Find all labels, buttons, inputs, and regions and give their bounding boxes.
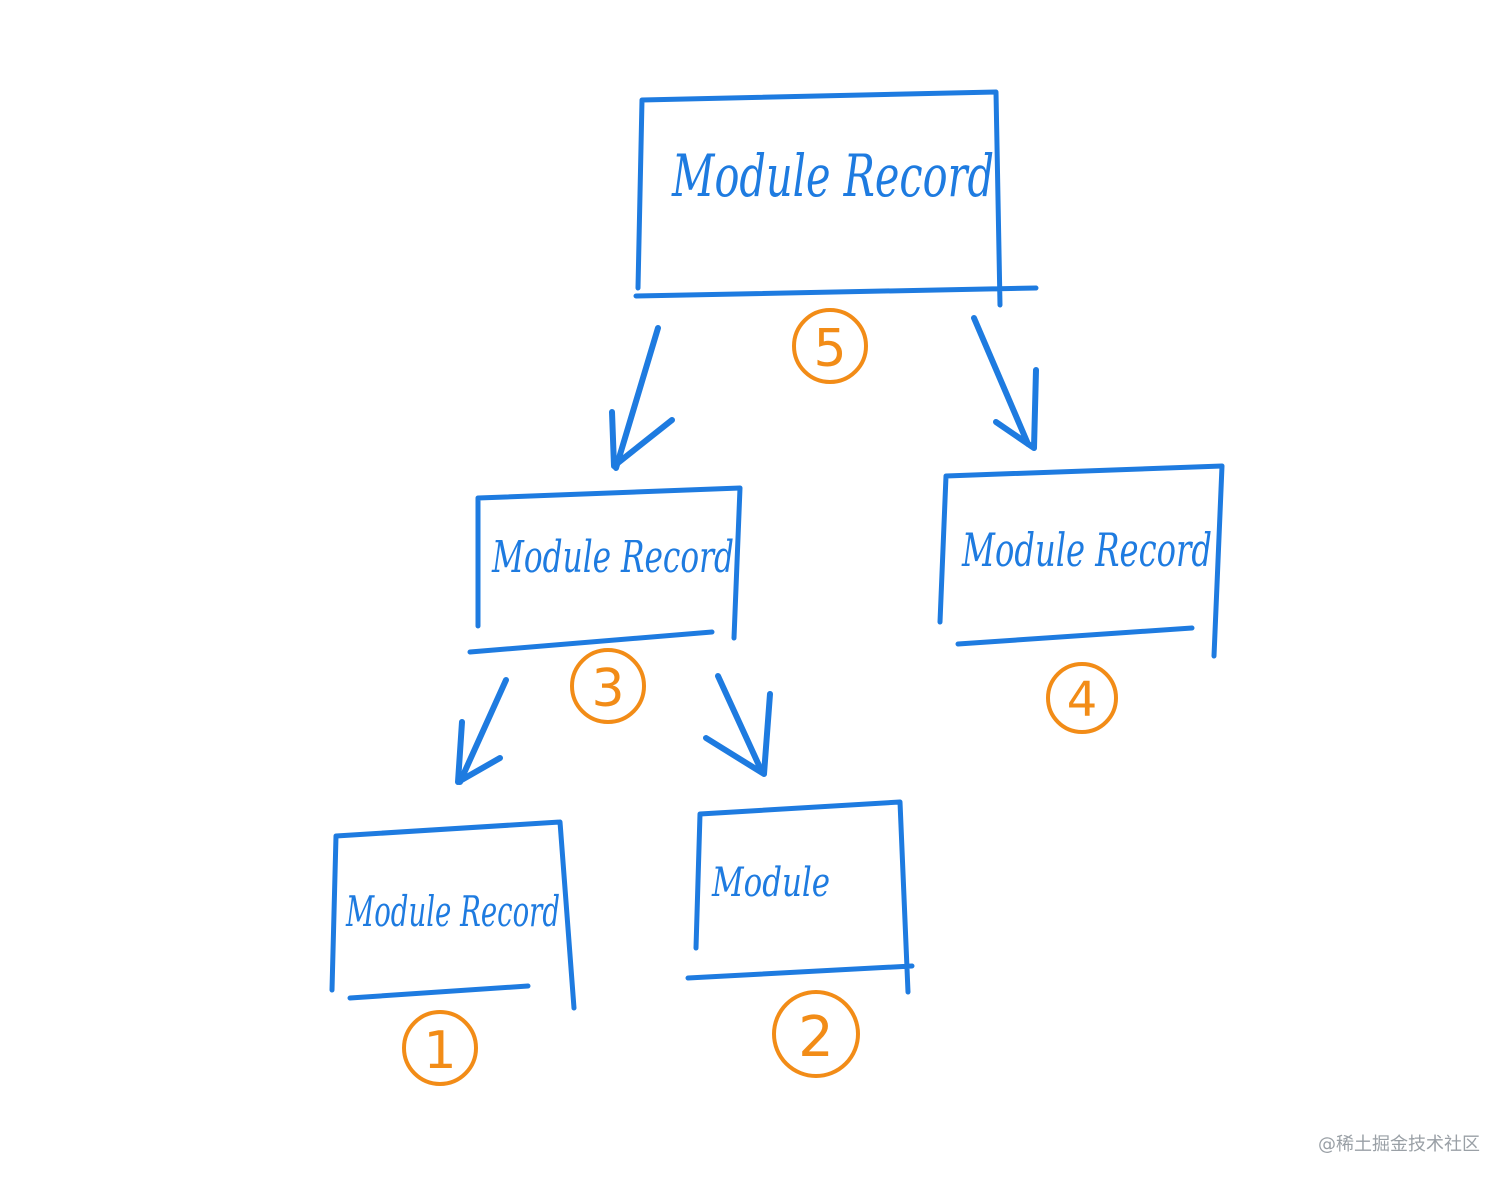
node-bottom-left-label: Module Record (345, 887, 560, 936)
node-bottom-right-label: Module (711, 860, 830, 906)
node-bottom-left: Module Record (329, 819, 577, 1011)
arrowhead-icon (609, 409, 675, 469)
edge-mid-left-to-bottom-left (455, 677, 509, 785)
node-mid-right-label: Module Record (961, 523, 1212, 577)
node-bottom-right: Module (685, 799, 915, 995)
node-bottom-left-box (329, 819, 577, 1011)
number-circle (1046, 662, 1118, 734)
number-badge-4: 4 (1046, 662, 1118, 734)
number-label: 3 (591, 659, 624, 719)
number-label: 2 (798, 1005, 834, 1070)
node-mid-left-box (467, 485, 743, 655)
arrowhead-icon (993, 367, 1039, 451)
arrow-shaft (457, 677, 509, 785)
node-mid-right-box (937, 463, 1225, 659)
node-top: Module Record (633, 89, 1039, 308)
node-top-label: Module Record (671, 142, 994, 210)
number-badge-3: 3 (570, 648, 646, 724)
number-circle (402, 1010, 478, 1086)
arrow-shaft (971, 315, 1031, 447)
arrow-shaft (715, 673, 765, 775)
number-label: 4 (1067, 672, 1098, 728)
edge-top-to-mid-left (609, 325, 675, 471)
number-badge-1: 1 (402, 1010, 478, 1086)
number-circle (792, 308, 868, 384)
number-label: 5 (813, 319, 846, 379)
number-label: 1 (423, 1021, 456, 1081)
node-mid-right: Module Record (937, 463, 1225, 659)
number-circle (772, 990, 860, 1078)
node-mid-left: Module Record (467, 485, 743, 655)
arrowhead-icon (455, 719, 503, 785)
node-mid-left-label: Module Record (491, 532, 734, 583)
edge-top-to-mid-right (971, 315, 1039, 451)
node-top-box (633, 89, 1039, 308)
node-bottom-right-box (685, 799, 915, 995)
number-circle (570, 648, 646, 724)
watermark: @稀土掘金技术社区 (1318, 1134, 1480, 1155)
number-badge-2: 2 (772, 990, 860, 1078)
edge-mid-left-to-bottom-right (703, 673, 773, 777)
arrow-shaft (613, 325, 661, 471)
arrowhead-icon (703, 691, 773, 777)
number-badge-5: 5 (792, 308, 868, 384)
